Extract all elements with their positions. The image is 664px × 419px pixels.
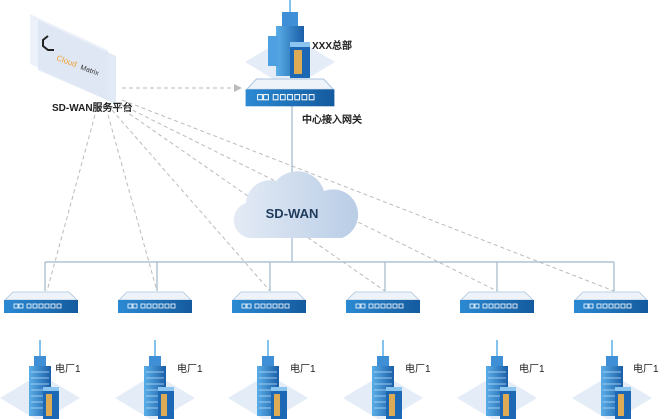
hq-gateway-label: 中心接入网关 <box>302 113 362 126</box>
branch-2: 电厂1 <box>114 291 203 419</box>
plant-label: 电厂1 <box>519 362 545 375</box>
branch-1: 电厂1 <box>0 291 81 419</box>
plant-label: 电厂1 <box>633 362 659 375</box>
branch-gateway[interactable] <box>117 291 193 314</box>
branch-gateway[interactable] <box>573 291 649 314</box>
branch-5: 电厂1 <box>456 291 545 419</box>
plant-building <box>456 339 538 419</box>
hq-building <box>245 0 335 89</box>
cloud-label: SD-WAN <box>266 206 319 221</box>
plant-building <box>0 339 81 419</box>
plant-building <box>227 339 309 419</box>
branch-6: 电厂1 <box>571 291 659 419</box>
plant-label: 电厂1 <box>405 362 431 375</box>
branch-4: 电厂1 <box>342 291 431 419</box>
plant-label: 电厂1 <box>55 362 81 375</box>
arrow-icon <box>234 84 242 92</box>
plant-building <box>342 339 424 419</box>
hq-gateway[interactable] <box>244 78 336 107</box>
hq-label: XXX总部 <box>312 39 352 52</box>
plant-building <box>571 339 653 419</box>
sdwan-cloud <box>233 171 359 238</box>
branch-gateway[interactable] <box>459 291 535 314</box>
sdwan-platform: Cloud Matrix <box>30 14 116 104</box>
plant-building <box>114 339 196 419</box>
branch-gateway[interactable] <box>231 291 307 314</box>
branch-3: 电厂1 <box>227 291 316 419</box>
plant-label: 电厂1 <box>290 362 316 375</box>
branch-gateway[interactable] <box>3 291 79 314</box>
plant-label: 电厂1 <box>177 362 203 375</box>
branch-gateway[interactable] <box>345 291 421 314</box>
wan-links <box>44 106 615 291</box>
